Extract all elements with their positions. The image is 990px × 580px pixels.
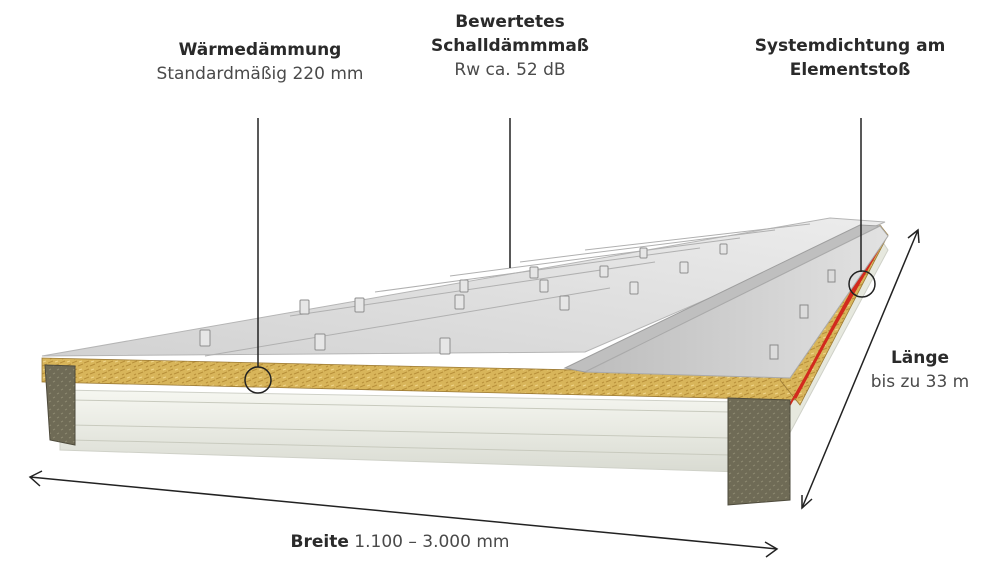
sound-title-line2: Schalldämmmaß <box>430 36 590 56</box>
sound-title-line1: Bewertetes <box>455 12 565 32</box>
sound-value: Rw ca. 52 dB <box>454 60 566 80</box>
width-value: 1.100 – 3.000 mm <box>354 532 510 552</box>
seal-title-line1: Systemdichtung am <box>754 36 946 56</box>
end-block-left <box>44 364 76 446</box>
callout-insulation <box>244 118 272 394</box>
length-arrow <box>801 228 920 510</box>
seal-title-line2: Elementstoß <box>789 60 911 80</box>
label-insulation: Wärmedämmung Standardmäßig 220 mm <box>135 38 385 86</box>
callout-circle <box>244 366 272 394</box>
label-system-seal: Systemdichtung am Elementstoß <box>735 34 965 82</box>
width-title: Breite <box>290 532 349 552</box>
insulation-title: Wärmedämmung <box>178 40 342 60</box>
callout-seal <box>848 118 876 298</box>
insulation-value: Standardmäßig 220 mm <box>156 64 364 84</box>
lower-beam <box>59 389 741 473</box>
label-length: Länge bis zu 33 m <box>850 346 990 394</box>
width-arrow <box>28 470 779 558</box>
length-title: Länge <box>890 348 950 368</box>
end-block-right <box>727 397 791 506</box>
label-sound-insulation: Bewertetes Schalldämmmaß Rw ca. 52 dB <box>405 10 615 82</box>
callout-circle <box>848 270 876 298</box>
roof-top-sheet <box>41 217 889 379</box>
length-value: bis zu 33 m <box>870 372 970 392</box>
label-width: Breite 1.100 – 3.000 mm <box>250 530 550 554</box>
